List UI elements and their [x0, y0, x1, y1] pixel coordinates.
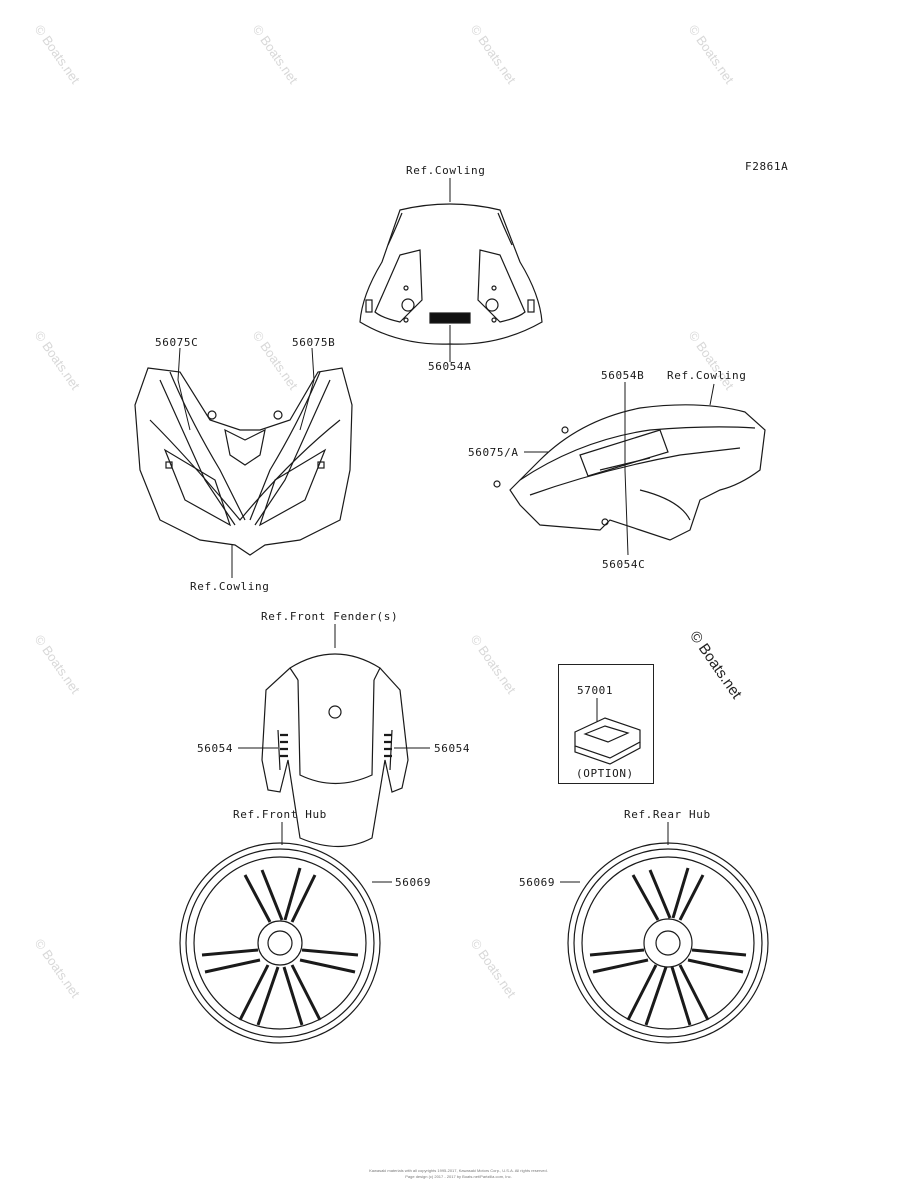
- rear-wheel-drawing: [567, 842, 769, 1044]
- option-tool-drawing: [574, 717, 641, 765]
- label-56054-right: 56054: [434, 742, 471, 755]
- label-ref-front-fender: Ref.Front Fender(s): [261, 610, 399, 623]
- option-box: [558, 664, 654, 784]
- label-56054B: 56054B: [601, 369, 645, 382]
- label-56054A: 56054A: [428, 360, 472, 373]
- front-cowling-drawing: [134, 367, 353, 556]
- label-option: (OPTION): [576, 767, 634, 780]
- figure-code: F2861A: [745, 160, 789, 173]
- front-wheel-drawing: [179, 842, 381, 1044]
- label-56054C: 56054C: [602, 558, 646, 571]
- leader-lines: [177, 178, 715, 883]
- label-56075B: 56075B: [292, 336, 336, 349]
- label-56075C: 56075C: [155, 336, 199, 349]
- side-cowling-drawing: [493, 404, 766, 541]
- copyright-line-2: Page design (c) 2017 - 2017 by Boats.net…: [405, 1174, 512, 1179]
- label-ref-rear-hub: Ref.Rear Hub: [624, 808, 711, 821]
- label-56069-front: 56069: [395, 876, 432, 889]
- label-56069-rear: 56069: [519, 876, 556, 889]
- label-ref-front-hub: Ref.Front Hub: [233, 808, 327, 821]
- label-56075A: 56075/A: [468, 446, 519, 459]
- label-56054-left: 56054: [197, 742, 234, 755]
- label-57001: 57001: [577, 684, 614, 697]
- label-ref-cowling-right: Ref.Cowling: [667, 369, 747, 382]
- label-ref-cowling-left: Ref.Cowling: [190, 580, 270, 593]
- label-ref-cowling-top: Ref.Cowling: [406, 164, 486, 177]
- copyright-line-1: Kawasaki materials with all copyrights 1…: [369, 1168, 548, 1173]
- windshield-drawing: [359, 203, 543, 345]
- front-fender-drawing: [261, 653, 409, 847]
